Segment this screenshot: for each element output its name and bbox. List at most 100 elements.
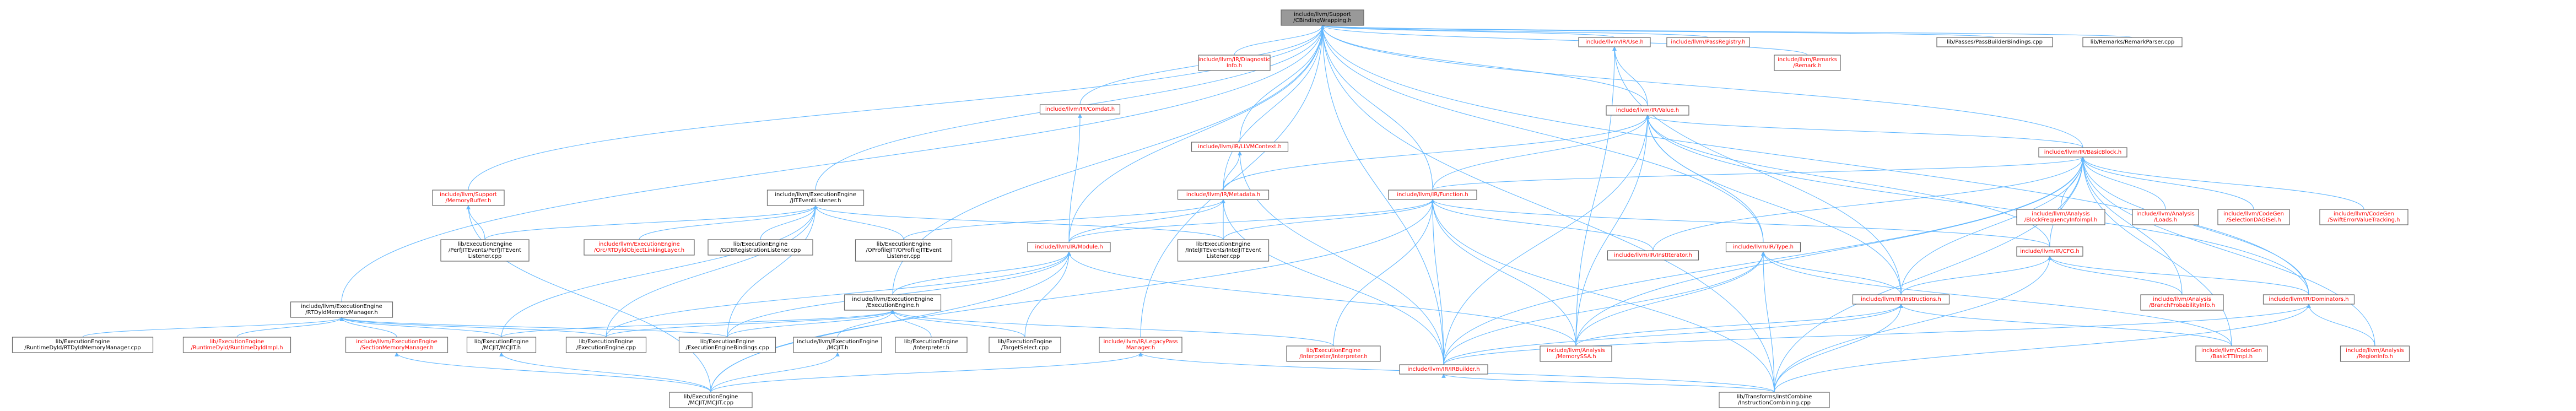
node-box xyxy=(345,337,449,353)
file-node-ir-bb[interactable]: include/llvm/IR/BasicBlock.h xyxy=(2038,147,2127,158)
file-node-an-bpi[interactable]: include/llvm/Analysis/BranchProbabilityI… xyxy=(2140,294,2224,311)
edge-ir-bb-to-an-bpi xyxy=(2081,156,2183,295)
node-label: include/llvm/IR/Use.h xyxy=(1585,39,1644,45)
file-node-ir-remarks[interactable]: include/llvm/Remarks/Remark.h xyxy=(1774,55,1841,71)
edge-ir-type-to-cg-basictti xyxy=(1761,251,2232,347)
file-node-sup-membuf[interactable]: include/llvm/Support/MemoryBuffer.h xyxy=(432,190,505,206)
node-box xyxy=(466,337,537,353)
file-node-ir-llvmctx[interactable]: include/llvm/IR/LLVMContext.h xyxy=(1191,142,1289,152)
file-node-ee-jitel[interactable]: include/llvm/ExecutionEngine/JITEventLis… xyxy=(766,190,865,206)
file-node-ee-interp-h[interactable]: lib/ExecutionEngine/Interpreter.h xyxy=(895,337,968,353)
file-node-ee-ee-cpp[interactable]: lib/ExecutionEngine/ExecutionEngine.cpp xyxy=(565,337,647,353)
node-label: /CBindingWrapping.h xyxy=(1293,18,1352,24)
file-node-rm-parser[interactable]: lib/Remarks/RemarkParser.cpp xyxy=(2082,37,2183,47)
file-node-ee-rtdyldmm-cpp[interactable]: lib/ExecutionEngine/RuntimeDyld/RTDyldMe… xyxy=(12,337,154,353)
file-node-ir-function[interactable]: include/llvm/IR/Function.h xyxy=(1388,190,1477,200)
edge-root-to-sup-membuf xyxy=(468,25,1325,191)
file-node-ir-cfg[interactable]: include/llvm/IR/CFG.h xyxy=(2016,246,2083,257)
edge-root-to-ir-dominators xyxy=(1320,25,2309,295)
node-label: /SelectionDAGISel.h xyxy=(2226,217,2281,223)
file-node-ee-interp-interp[interactable]: lib/ExecutionEngine/Interpreter/Interpre… xyxy=(1286,345,1381,362)
node-label: Listener.cpp xyxy=(1207,253,1240,259)
node-box xyxy=(2262,294,2355,305)
node-box xyxy=(1607,250,1699,261)
node-label: include/llvm/IR/IRBuilder.h xyxy=(1407,366,1479,372)
edge-ee-jitel-to-ee-oprofile xyxy=(813,205,904,240)
file-node-ir-irbuilder[interactable]: include/llvm/IR/IRBuilder.h xyxy=(1399,364,1488,375)
file-node-ir-institer[interactable]: include/llvm/IR/InstIterator.h xyxy=(1607,250,1699,261)
edge-ir-llvmctx-to-ir-irbuilder xyxy=(1238,151,1444,365)
edge-ir-type-to-ir-irbuilder xyxy=(1443,251,1765,365)
file-node-ir-passreg[interactable]: include/llvm/PassRegistry.h xyxy=(1666,37,1750,47)
file-node-ir-metadata[interactable]: include/llvm/IR/Metadata.h xyxy=(1177,190,1270,200)
file-node-ir-type[interactable]: include/llvm/IR/Type.h xyxy=(1725,242,1801,252)
file-node-ee-orcrtdyld[interactable]: include/llvm/ExecutionEngine/Orc/RTDyldO… xyxy=(584,239,695,256)
file-node-ee-ee[interactable]: include/llvm/ExecutionEngine/ExecutionEn… xyxy=(844,294,942,311)
edge-ir-module-to-ee-ee xyxy=(892,251,1071,295)
node-label: lib/ExecutionEngine xyxy=(210,339,264,345)
node-label: include/llvm/Analysis xyxy=(2346,348,2404,354)
file-node-cg-swifterr[interactable]: include/llvm/CodeGen/SwiftErrorValueTrac… xyxy=(2319,209,2408,225)
edge-ir-type-to-tr-instcomb xyxy=(1761,251,1775,393)
file-node-ee-mcjit-h[interactable]: lib/ExecutionEngine/MCJIT/MCJIT.h xyxy=(466,337,537,353)
node-label: /IntelJITEvents/IntelJITEvent xyxy=(1185,247,1261,253)
node-box xyxy=(766,190,865,206)
file-node-ee-intel[interactable]: lib/ExecutionEngine/IntelJITEvents/Intel… xyxy=(1177,239,1270,262)
file-node-ee-secmm[interactable]: include/llvm/ExecutionEngine/SectionMemo… xyxy=(345,337,449,353)
edge-ir-function-to-ir-irbuilder xyxy=(1430,199,1444,365)
edge-ir-module-to-ee-ee-cpp xyxy=(606,251,1071,338)
node-label: lib/ExecutionEngine xyxy=(56,339,110,345)
node-label: lib/ExecutionEngine xyxy=(998,339,1052,345)
node-label: lib/ExecutionEngine xyxy=(877,241,931,247)
file-node-an-regioninfo[interactable]: include/llvm/Analysis/RegionInfo.h xyxy=(2340,345,2410,362)
file-node-tr-instcomb[interactable]: lib/Transforms/InstCombine/InstructionCo… xyxy=(1719,392,1830,408)
file-node-ir-module[interactable]: include/llvm/IR/Module.h xyxy=(1027,242,1111,252)
node-box xyxy=(1725,242,1801,252)
node-label: include/llvm/IR/Type.h xyxy=(1733,244,1794,250)
node-box xyxy=(1719,392,1830,408)
file-node-pb-bind[interactable]: lib/Passes/PassBuilderBindings.cpp xyxy=(1936,37,2053,47)
file-nodes: include/llvm/Support/CBindingWrapping.hi… xyxy=(12,9,2410,408)
edge-ir-value-to-an-memssa xyxy=(1575,115,1650,347)
edge-ir-function-to-an-memssa xyxy=(1430,199,1576,347)
edge-ee-ee-to-ee-mcjit-inc xyxy=(837,310,895,338)
file-node-cg-basictti[interactable]: include/llvm/CodeGen/BasicTTIImpl.h xyxy=(2195,345,2268,362)
file-node-cg-seldag[interactable]: include/llvm/CodeGen/SelectionDAGISel.h xyxy=(2217,209,2290,225)
node-label: /BranchProbabilityInfo.h xyxy=(2149,302,2215,309)
node-label: lib/ExecutionEngine xyxy=(700,339,755,345)
file-node-ir-comdat[interactable]: include/llvm/IR/Comdat.h xyxy=(1039,104,1121,115)
node-box xyxy=(708,239,813,256)
edge-ir-use-to-an-memssa xyxy=(1575,46,1617,347)
file-node-ee-mcjit-cpp[interactable]: lib/ExecutionEngine/MCJIT/MCJIT.cpp xyxy=(669,392,753,408)
file-node-an-bfi[interactable]: include/llvm/Analysis/BlockFrequencyInfo… xyxy=(2016,209,2105,225)
edge-root-to-ir-bb xyxy=(1320,25,2083,148)
file-node-ir-use[interactable]: include/llvm/IR/Use.h xyxy=(1578,37,1651,47)
edge-ir-bb-to-tr-instcomb xyxy=(1774,156,2085,393)
file-node-ir-value[interactable]: include/llvm/IR/Value.h xyxy=(1606,105,1689,116)
file-node-ee-oprofile[interactable]: lib/ExecutionEngine/OProfileJIT/OProfile… xyxy=(855,239,953,262)
file-node-an-memssa[interactable]: include/llvm/Analysis/MemorySSA.h xyxy=(1540,345,1612,362)
edge-ir-type-to-an-memssa xyxy=(1575,251,1765,347)
file-node-ir-instructions[interactable]: include/llvm/IR/Instructions.h xyxy=(1852,294,1950,305)
file-node-ee-gdbreg[interactable]: lib/ExecutionEngine/GDBRegistrationListe… xyxy=(708,239,813,256)
file-node-ee-eebind[interactable]: lib/ExecutionEngine/ExecutionEngineBindi… xyxy=(678,337,776,353)
edge-ir-cfg-to-an-bpi xyxy=(2048,256,2183,295)
node-label: /RuntimeDyld/RuntimeDyldImpl.h xyxy=(191,345,283,351)
edge-root-to-tr-instcomb xyxy=(1320,25,1775,393)
node-box xyxy=(565,337,647,353)
node-label: /RuntimeDyld/RTDyldMemoryManager.cpp xyxy=(24,345,141,351)
file-node-ee-targetsel[interactable]: lib/ExecutionEngine/TargetSelect.cpp xyxy=(989,337,1061,353)
file-node-ee-mcjit-inc[interactable]: include/llvm/ExecutionEngine/MCJIT.h xyxy=(793,337,882,353)
edge-ir-bb-to-an-loads xyxy=(2081,156,2166,210)
file-node-ir-dominators[interactable]: include/llvm/IR/Dominators.h xyxy=(2262,294,2355,305)
file-node-ee-rtdyldimpl[interactable]: lib/ExecutionEngine/RuntimeDyld/RuntimeD… xyxy=(182,337,291,353)
file-node-ee-rtdyldmm[interactable]: include/llvm/ExecutionEngine/RTDyldMemor… xyxy=(290,301,393,318)
node-box xyxy=(1177,190,1270,200)
node-box xyxy=(2140,294,2224,311)
file-node-ee-perfjit[interactable]: lib/ExecutionEngine/PerfJITEvents/PerfJI… xyxy=(440,239,530,262)
node-label: lib/ExecutionEngine xyxy=(474,339,529,345)
file-node-an-loads[interactable]: include/llvm/Analysis/Loads.h xyxy=(2132,209,2199,225)
node-label: include/llvm/CodeGen xyxy=(2223,211,2284,217)
